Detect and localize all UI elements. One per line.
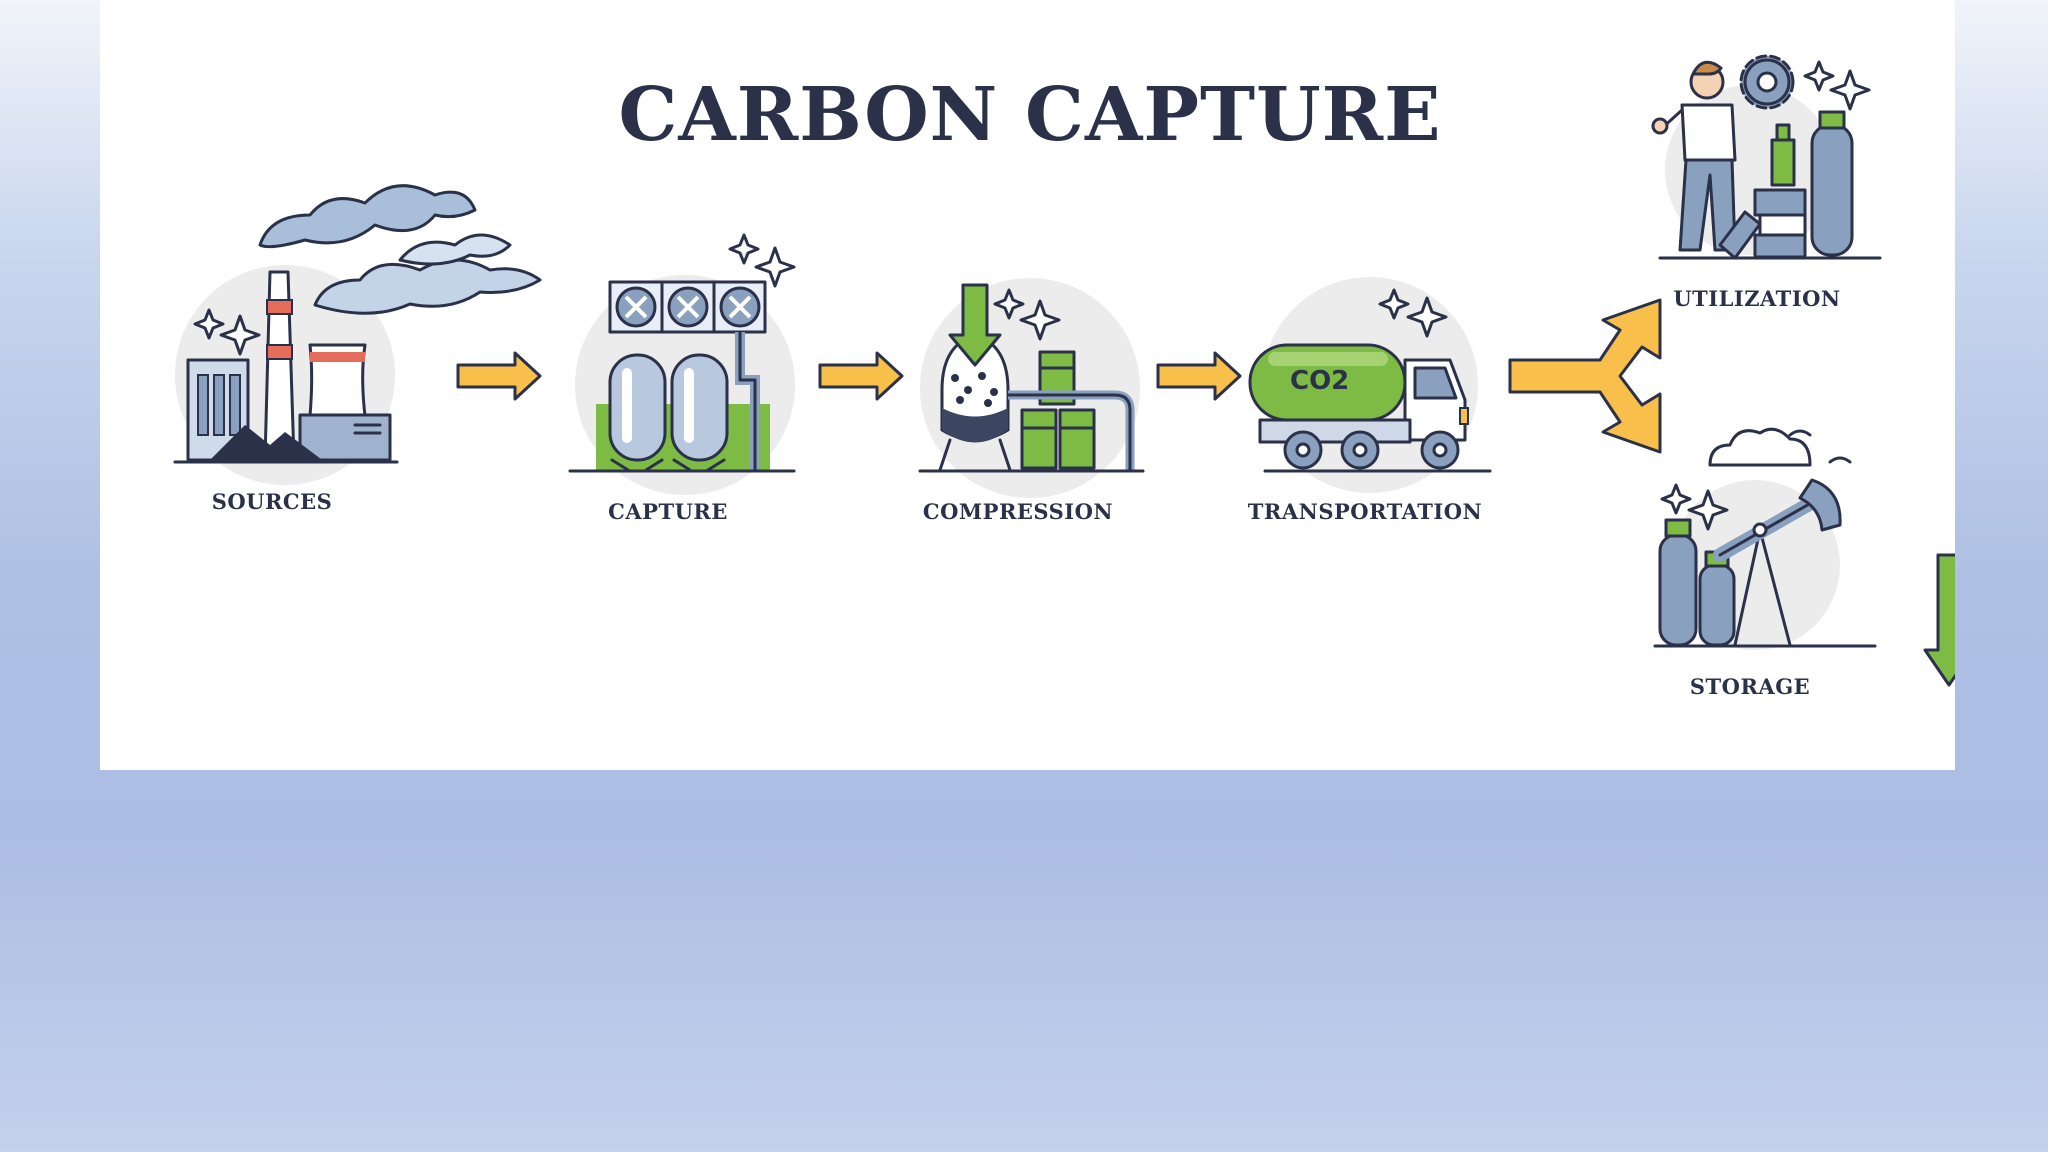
label-capture: CAPTURE (608, 499, 728, 524)
sources-factory-icon (173, 184, 542, 485)
label-storage: STORAGE (1690, 674, 1810, 699)
carbon-capture-diagram: CARBON CAPTURE SOURCES (173, 54, 1955, 699)
arrow-sources-to-capture (456, 351, 542, 401)
slide-card: CARBON CAPTURE SOURCES (100, 0, 1955, 770)
arrow-capture-to-compression (818, 351, 904, 401)
transportation-truck-icon: CO2 (1248, 277, 1492, 493)
label-transportation: TRANSPORTATION (1248, 499, 1482, 524)
label-utilization: UTILIZATION (1673, 286, 1840, 311)
label-sources: SOURCES (212, 489, 333, 514)
compression-tank-icon (918, 278, 1145, 498)
capture-unit-icon (568, 233, 796, 495)
diagram-title: CARBON CAPTURE (618, 72, 1441, 158)
utilization-worker-icon (1651, 54, 1882, 260)
arrow-compression-to-transportation (1156, 351, 1242, 401)
tank-co2-text: CO2 (1290, 366, 1349, 396)
storage-pumpjack-icon (1653, 427, 1955, 687)
label-compression: COMPRESSION (923, 499, 1113, 524)
forked-arrow-icon (1508, 298, 1662, 454)
